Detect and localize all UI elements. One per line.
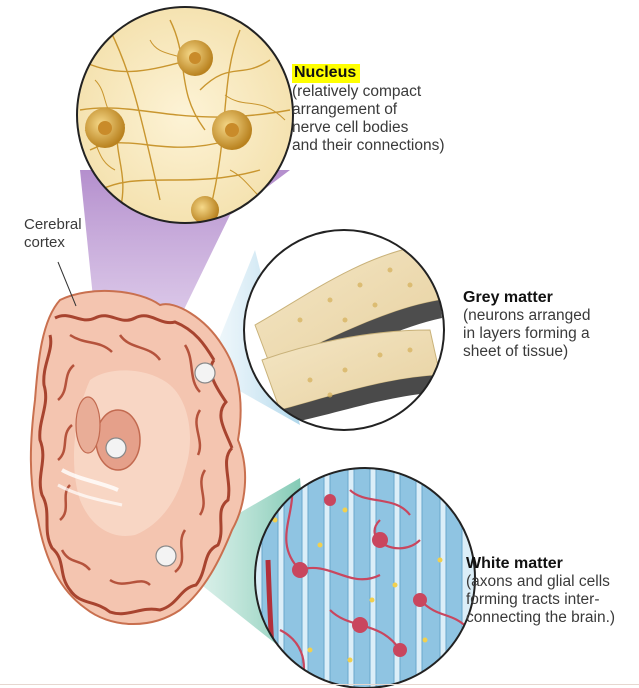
nucleus-description: (relatively compact arrangement of nerve… [292,83,445,154]
cortex-pointer-line [57,261,77,307]
nucleus-title: Nucleus [292,64,361,83]
neuron-cluster-icon [85,40,252,223]
grey-matter-label-block: Grey matter (neurons arranged in layers … [463,289,591,361]
grey-matter-description: (neurons arranged in layers forming a sh… [463,307,591,360]
white-matter-title: White matter [466,555,563,572]
white-matter-sample-marker [155,545,177,567]
grey-matter-title: Grey matter [463,289,553,306]
axon-bundle-icon [261,468,471,688]
bottom-divider [0,684,639,685]
nucleus-label-block: Nucleus (relatively compact arrangement … [292,64,445,155]
nucleus-zoom-view [76,6,294,224]
tissue-sheet-icon [254,244,442,424]
white-matter-description: (axons and glial cells forming tracts in… [466,573,616,626]
grey-matter-sample-marker [194,362,216,384]
grey-matter-zoom-view [243,229,445,431]
white-matter-label-block: White matter (axons and glial cells form… [466,555,615,627]
brain-section [29,290,247,626]
nucleus-sample-marker [105,437,127,459]
cerebral-cortex-label: Cerebral cortex [24,216,82,251]
white-matter-zoom-view [254,467,476,688]
